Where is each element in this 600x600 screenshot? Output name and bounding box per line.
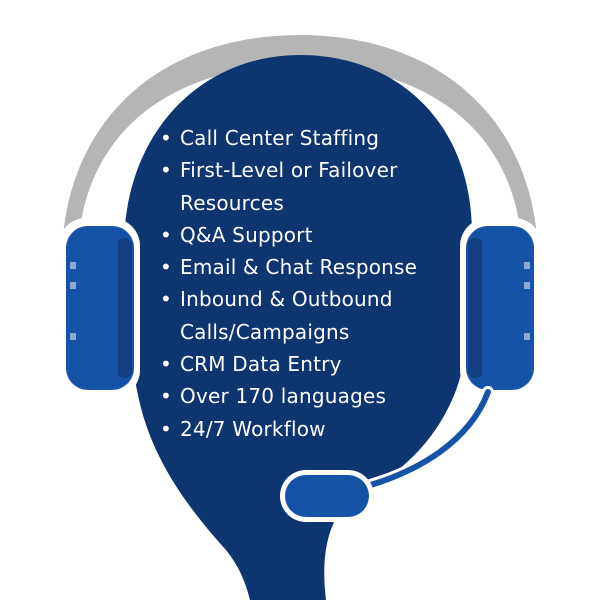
service-item: • Inbound & Outbound Calls/Campaigns	[160, 283, 460, 348]
service-item-label: 24/7 Workflow	[180, 416, 326, 441]
right-earcup-icon	[460, 218, 542, 398]
service-item-label: Call Center Staffing	[180, 126, 380, 150]
head-silhouette-icon	[123, 55, 473, 600]
headset-band-icon	[62, 35, 538, 248]
service-item: • Over 170 languages	[160, 380, 460, 412]
bullet-icon: •	[160, 416, 172, 441]
bullet-icon: •	[160, 255, 172, 280]
service-item: • Email & Chat Response	[160, 251, 460, 283]
bullet-icon: •	[160, 352, 172, 377]
microphone-icon	[280, 386, 494, 522]
service-item: • CRM Data Entry	[160, 348, 460, 380]
services-list: • Call Center Staffing • First-Level or Fai…	[160, 122, 460, 445]
service-item-label: Email & Chat Response	[180, 255, 418, 280]
service-item-label: First-Level or Failover Resources	[180, 158, 398, 215]
service-item: • Q&A Support	[160, 219, 460, 251]
bullet-icon: •	[160, 158, 172, 183]
service-item-label: Q&A Support	[180, 222, 313, 247]
service-item: • 24/7 Workflow	[160, 413, 460, 445]
service-item: • Call Center Staffing	[160, 122, 460, 154]
bullet-icon: •	[160, 384, 172, 409]
left-earcup-icon	[58, 218, 140, 398]
bullet-icon: •	[160, 222, 172, 247]
bullet-icon: •	[160, 126, 172, 150]
bullet-icon: •	[160, 287, 172, 312]
service-item-label: CRM Data Entry	[180, 352, 342, 377]
service-item-label: Inbound & Outbound Calls/Campaigns	[180, 287, 393, 344]
service-item-label: Over 170 languages	[180, 384, 387, 409]
service-item: • First-Level or Failover Resources	[160, 154, 460, 219]
